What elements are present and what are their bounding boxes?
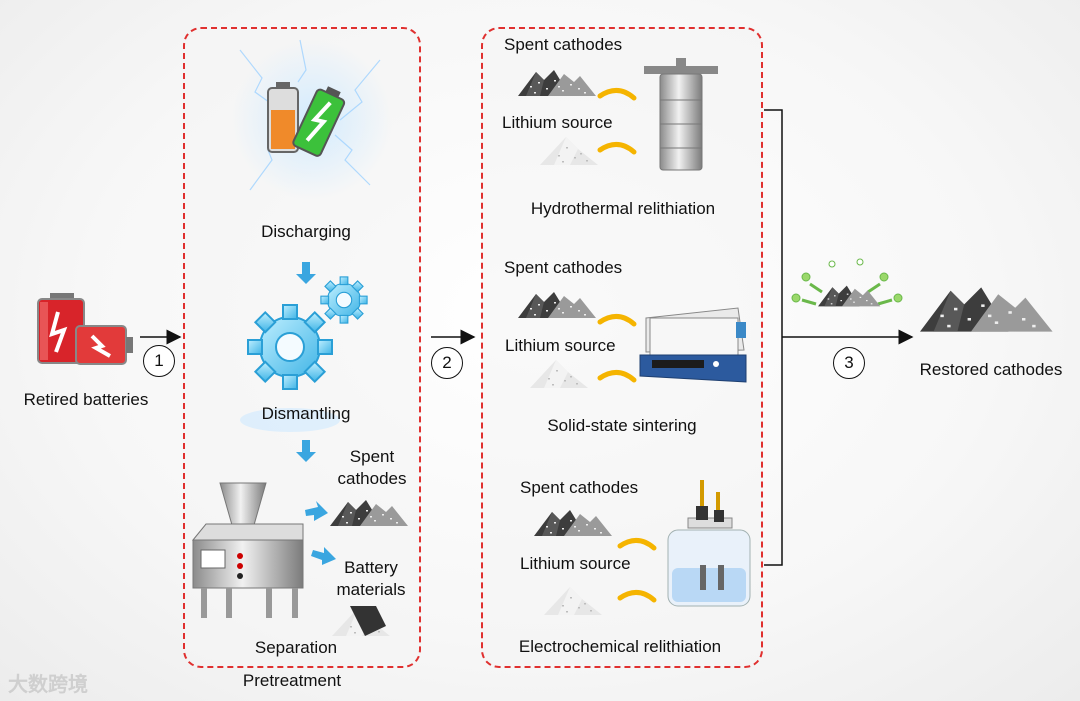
pretreatment-flow-arrows <box>296 262 336 565</box>
spent-cathodes-pre-label-line1: Spent <box>349 447 395 466</box>
orange-arrow-2a <box>600 316 634 324</box>
step-2-badge: 2 <box>431 347 463 379</box>
bracket-merge <box>764 109 783 566</box>
furnace-icon <box>639 307 747 383</box>
orange-arrow-3b <box>620 592 654 600</box>
battery-materials-label-line2: materials <box>336 580 406 599</box>
discharging-label: Discharging <box>261 222 351 241</box>
lithium-source-label-1: Lithium source <box>502 113 613 132</box>
restored-cathodes-pile-icon <box>920 287 1053 332</box>
lithium-source-pile-1 <box>540 137 598 165</box>
step-1-badge: 1 <box>143 345 175 377</box>
orange-arrow-1a <box>600 90 634 98</box>
electrochemical-label: Electrochemical relithiation <box>518 637 722 656</box>
restored-cathodes-label: Restored cathodes <box>919 360 1063 379</box>
dismantling-gears-icon <box>240 276 368 432</box>
spent-cathodes-label-1: Spent cathodes <box>504 35 623 54</box>
step-3-badge: 3 <box>833 347 865 379</box>
spent-cathodes-pile-3 <box>534 510 612 536</box>
watermark: 大数跨境 <box>8 674 88 696</box>
green-particles <box>791 258 903 303</box>
spent-cathodes-label-3: Spent cathodes <box>520 478 639 497</box>
electrochemical-cell-icon <box>667 480 751 607</box>
orange-arrow-1b <box>600 144 634 152</box>
retired-batteries-icon <box>37 293 133 365</box>
battery-materials-dark <box>350 606 386 636</box>
battery-materials-label-line1: Battery <box>344 558 398 577</box>
orange-arrow-2b <box>600 372 634 380</box>
lithium-source-label-3: Lithium source <box>520 554 631 573</box>
discharging-icon <box>232 39 392 200</box>
lithium-source-pile-2 <box>530 360 588 388</box>
solid-state-label: Solid-state sintering <box>547 416 697 435</box>
orange-arrow-3a <box>620 540 654 548</box>
green-arrows <box>801 282 893 306</box>
dismantling-label: Dismantling <box>261 404 351 423</box>
lithium-source-label-2: Lithium source <box>505 336 616 355</box>
hydrothermal-label: Hydrothermal relithiation <box>530 199 716 218</box>
separation-machine-icon <box>191 482 304 618</box>
separation-label: Separation <box>254 638 338 657</box>
spent-cathodes-pile-2 <box>518 292 596 318</box>
spent-cathodes-pile-1 <box>518 70 596 96</box>
lithium-source-pile-3 <box>544 587 602 615</box>
retired-batteries-label: Retired batteries <box>23 390 149 409</box>
pretreatment-label: Pretreatment <box>242 671 342 690</box>
spent-cathodes-label-2: Spent cathodes <box>504 258 623 277</box>
spent-cathodes-pre-label-line2: cathodes <box>337 469 407 488</box>
autoclave-icon <box>644 58 718 171</box>
spent-cathodes-pile-pre <box>330 500 408 526</box>
